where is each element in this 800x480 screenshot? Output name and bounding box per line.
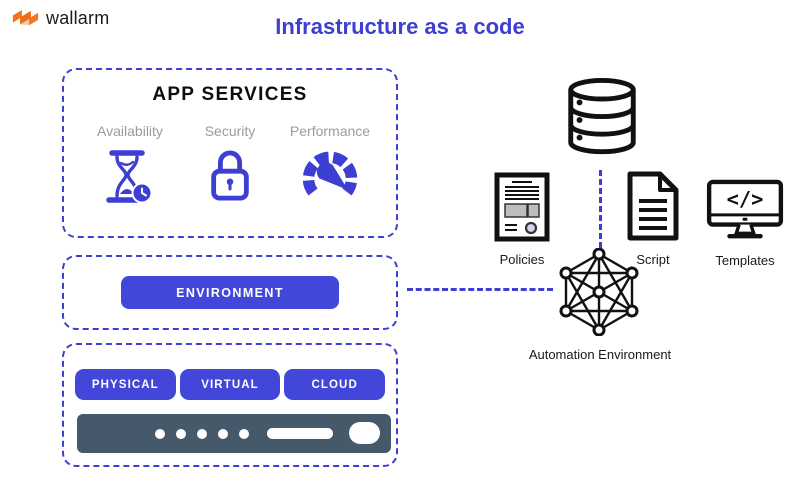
wallarm-logo-text: wallarm xyxy=(46,8,110,28)
automation-network-icon xyxy=(555,247,643,341)
automation-environment-label: Automation Environment xyxy=(528,347,672,362)
service-performance-label: Performance xyxy=(289,123,371,139)
wallarm-logo-icon xyxy=(12,9,39,29)
code-monitor-icon: </> xyxy=(705,179,785,248)
server-drive-slot xyxy=(267,428,333,439)
app-services-title: APP SERVICES xyxy=(152,84,308,105)
service-security: Security xyxy=(180,123,280,206)
policy-document-icon xyxy=(494,172,550,247)
database-icon xyxy=(564,78,640,167)
script-label: Script xyxy=(636,252,670,267)
page-title: Infrastructure as a code xyxy=(275,14,525,39)
physical-button[interactable]: PHYSICAL xyxy=(75,369,176,400)
policies-label: Policies xyxy=(499,252,545,267)
server-led-dot xyxy=(239,429,249,439)
code-glyph: </> xyxy=(727,187,764,211)
database-to-automation-connector xyxy=(599,170,602,248)
service-performance: Performance xyxy=(280,123,380,206)
environment-button[interactable]: ENVIRONMENT xyxy=(121,276,339,309)
cloud-button[interactable]: CLOUD xyxy=(284,369,386,400)
service-availability-label: Availability xyxy=(97,123,163,139)
gauge-icon xyxy=(300,148,360,204)
services-row: Availability Security xyxy=(64,123,396,206)
server-led-dot xyxy=(218,429,228,439)
service-availability: Availability xyxy=(80,123,180,206)
hourglass-clock-icon xyxy=(104,148,156,206)
artifact-templates: </> Templates xyxy=(700,179,790,268)
server-led-dot xyxy=(176,429,186,439)
server-led-dot xyxy=(155,429,165,439)
templates-label: Templates xyxy=(715,253,775,268)
infrastructure-buttons-row: PHYSICAL VIRTUAL CLOUD xyxy=(64,369,396,400)
app-services-box: APP SERVICES Availability xyxy=(62,68,398,238)
padlock-icon xyxy=(205,148,255,204)
virtual-button[interactable]: VIRTUAL xyxy=(179,369,281,400)
service-security-label: Security xyxy=(204,123,256,139)
artifact-script: Script xyxy=(617,170,689,267)
server-rack-illustration xyxy=(77,414,391,453)
server-power-button xyxy=(349,422,380,444)
artifact-policies: Policies xyxy=(486,172,558,267)
environment-to-automation-connector xyxy=(407,288,553,291)
server-led-dot xyxy=(197,429,207,439)
wallarm-logo: wallarm xyxy=(12,8,109,29)
environment-box: ENVIRONMENT xyxy=(62,255,398,330)
infrastructure-box: PHYSICAL VIRTUAL CLOUD xyxy=(62,343,398,467)
script-document-icon xyxy=(624,170,682,247)
